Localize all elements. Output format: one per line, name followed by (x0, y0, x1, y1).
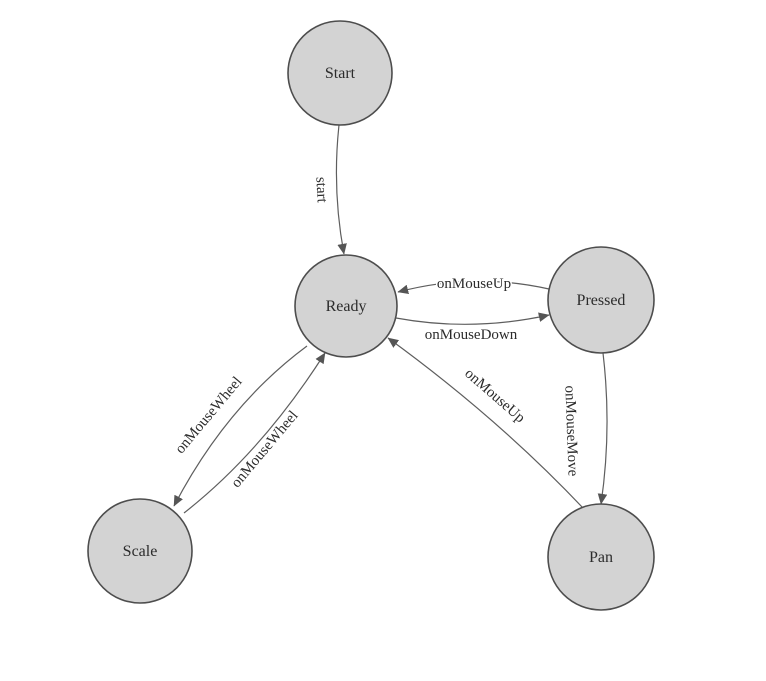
edge-label: onMouseWheel (172, 374, 245, 457)
edge-line (397, 280, 550, 295)
state-circle (294, 254, 398, 358)
transition-ready-to-pressed[interactable]: onMouseDown (395, 312, 550, 345)
edge-line (173, 345, 308, 507)
transition-pressed-to-ready[interactable]: onMouseUp (397, 275, 550, 295)
edge-label: onMouseUp (461, 366, 527, 427)
transition-scale-to-ready[interactable]: onMouseWheel (183, 352, 326, 514)
transition-start-to-ready[interactable]: start (311, 124, 347, 255)
state-label: Ready (326, 298, 367, 315)
edge-line (335, 124, 347, 255)
state-node-scale[interactable]: Scale (87, 498, 193, 604)
state-circle (287, 20, 393, 126)
state-circle (547, 503, 655, 611)
state-node-ready[interactable]: Ready (294, 254, 398, 358)
state-node-pressed[interactable]: Pressed (547, 246, 655, 354)
edge-label: onMouseUp (437, 276, 511, 292)
edge-label: onMouseMove (561, 385, 580, 477)
state-node-pan[interactable]: Pan (547, 503, 655, 611)
edge-line (597, 352, 608, 505)
transition-pressed-to-pan[interactable]: onMouseMove (560, 352, 608, 505)
state-circle (547, 246, 655, 354)
state-label: Pan (589, 549, 613, 566)
edge-line (183, 352, 326, 514)
edge-line (387, 337, 585, 510)
state-label: Pressed (577, 292, 626, 309)
state-circle (87, 498, 193, 604)
transition-pan-to-ready[interactable]: onMouseUp (387, 337, 585, 510)
state-label: Scale (123, 543, 158, 560)
edge-label: onMouseWheel (228, 408, 301, 491)
edge-line (395, 312, 550, 325)
edge-label: onMouseDown (425, 327, 518, 343)
state-node-start[interactable]: Start (287, 20, 393, 126)
state-label: Start (325, 65, 356, 82)
edge-label: start (312, 176, 329, 203)
